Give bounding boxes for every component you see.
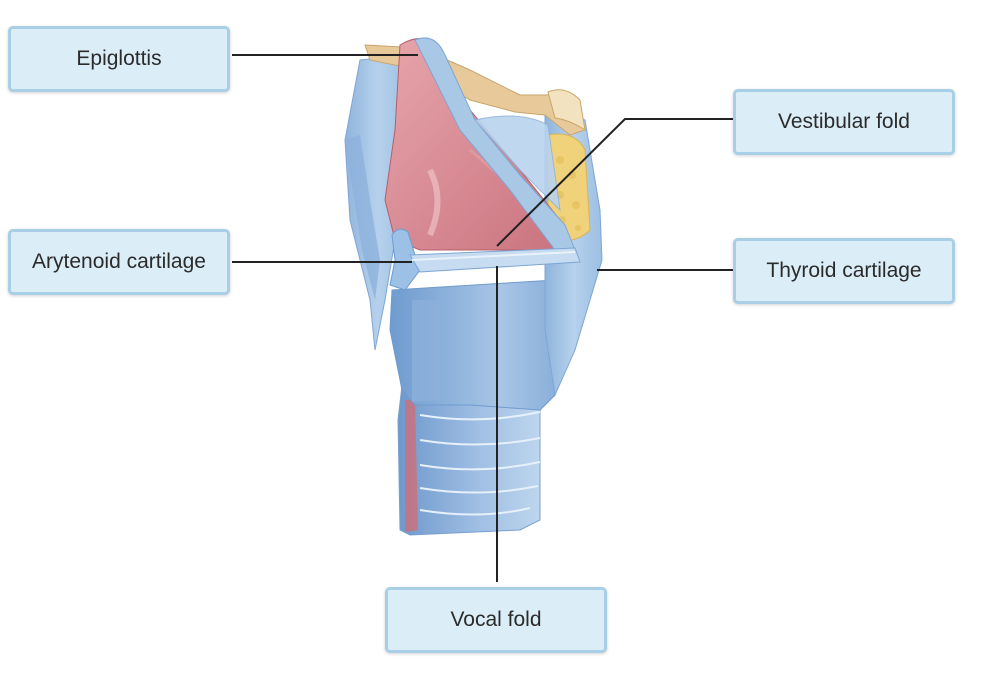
vocal-fold-label[interactable]: Vocal fold	[385, 587, 607, 653]
vestibular-fold-label-text: Vestibular fold	[778, 110, 910, 133]
epiglottis-label-text: Epiglottis	[76, 47, 162, 70]
epiglottis-shape	[414, 37, 576, 251]
vocal-fold-shape	[409, 247, 581, 273]
thyroid-cartilage-label[interactable]: Thyroid cartilage	[733, 238, 955, 304]
arytenoid-cartilage-label[interactable]: Arytenoid cartilage	[8, 229, 230, 295]
arytenoid-cartilage-label-text: Arytenoid cartilage	[32, 250, 206, 273]
leader-lines	[232, 54, 733, 582]
vestibular-leader	[496, 118, 733, 247]
vocal-fold-label-text: Vocal fold	[450, 608, 542, 631]
thyroid-cartilage-label-text: Thyroid cartilage	[766, 259, 922, 282]
vestibular-fold-label[interactable]: Vestibular fold	[733, 89, 955, 155]
arytenoid-shape	[389, 228, 421, 291]
epiglottis-label[interactable]: Epiglottis	[8, 26, 230, 92]
